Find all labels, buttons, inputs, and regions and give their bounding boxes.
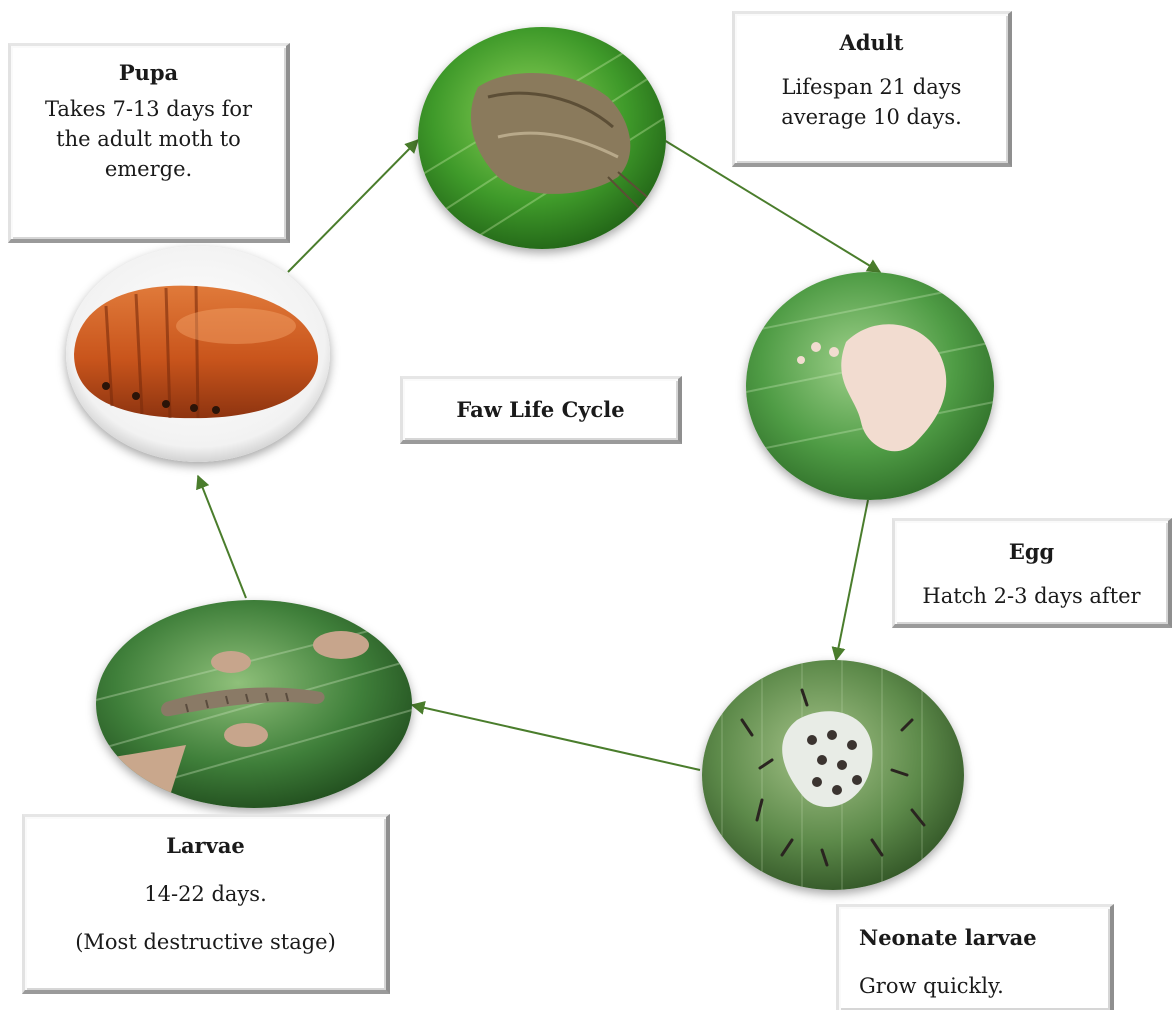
adult-moth-image (418, 27, 666, 249)
diagram-title-box: Faw Life Cycle (400, 376, 682, 444)
larvae-text-line: (Most destructive stage) (25, 927, 386, 957)
egg-info-box: Egg Hatch 2-3 days after (892, 518, 1172, 628)
pupa-image (66, 246, 330, 462)
adult-info-box: Adult Lifespan 21 days average 10 days. (732, 11, 1012, 167)
larvae-text-line: 14-22 days. (25, 879, 386, 909)
egg-image (746, 272, 994, 500)
pupa-title: Pupa (11, 58, 286, 88)
larvae-info-box: Larvae 14-22 days. (Most destructive sta… (22, 814, 390, 994)
neonate-info-box: Neonate larvae Grow quickly. (836, 904, 1114, 1010)
adult-title: Adult (735, 28, 1008, 58)
egg-text-line: Hatch 2-3 days after (895, 581, 1168, 611)
neonate-larvae-image (702, 660, 964, 890)
pupa-text-line: Takes 7-13 days for (11, 94, 286, 124)
arrow-larvae-to-pupa (198, 476, 246, 598)
egg-title: Egg (895, 537, 1168, 567)
arrow-neonate-to-larvae (412, 705, 700, 770)
adult-text-line: Lifespan 21 days (735, 72, 1008, 102)
larvae-image (96, 600, 412, 808)
arrow-pupa-to-adult (288, 140, 418, 272)
adult-text-line: average 10 days. (735, 102, 1008, 132)
arrow-egg-to-neonate (836, 500, 868, 660)
pupa-info-box: Pupa Takes 7-13 days for the adult moth … (8, 43, 290, 243)
larvae-title: Larvae (25, 831, 386, 861)
pupa-text-line: the adult moth to (11, 124, 286, 154)
neonate-title: Neonate larvae (859, 923, 1110, 953)
pupa-text-line: emerge. (11, 154, 286, 184)
neonate-text-line: Grow quickly. (859, 971, 1110, 1001)
diagram-title: Faw Life Cycle (403, 395, 678, 425)
